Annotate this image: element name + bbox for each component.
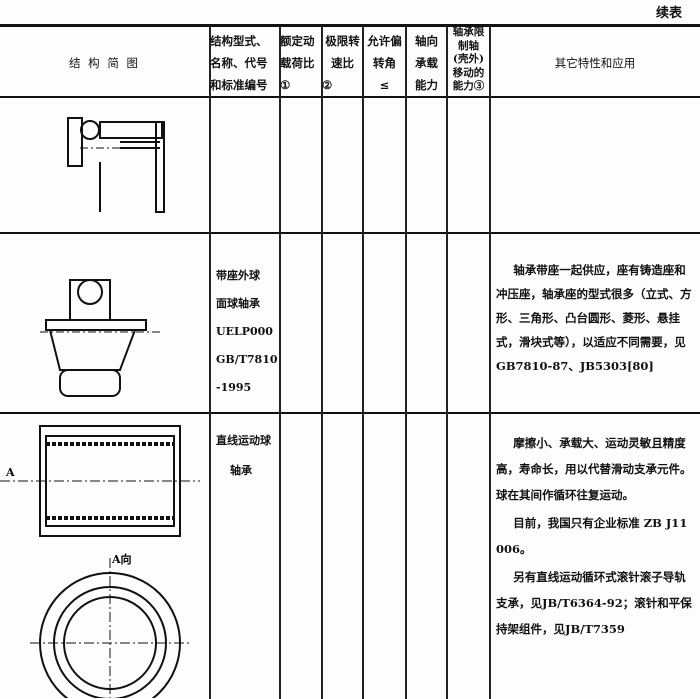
type-line: GB/T7810 [216,353,278,366]
header-line: 结构型式、 [210,34,268,48]
header-line: 制轴 [458,39,479,52]
header-line: 轴承限 [452,26,485,38]
column-divider [321,27,323,699]
continued-label: 续表 [655,6,682,21]
type-line: 面球轴承 [216,297,260,310]
header-line: 速比 [331,56,354,70]
header-line: ① [280,78,291,92]
header-line: 名称、代号 [210,56,268,70]
header-angle: 允许偏转角 ≤ [363,30,406,96]
column-divider [446,27,448,699]
header-divider [0,96,700,98]
bearing-diagram-2 [40,279,160,397]
row-divider [0,232,700,234]
row-divider [0,412,700,414]
type-line: 轴承 [230,464,252,477]
row3-type: 直线运动球轴承 [216,426,271,486]
bearing-diagram-1 [67,117,165,213]
column-divider [279,27,281,699]
type-line: -1995 [216,381,252,394]
column-divider [405,27,407,699]
header-line: 能力 [415,78,438,92]
header-load: 额定动载荷比 ① [280,30,322,96]
column-divider [489,27,491,699]
paragraph: 另有直线运动循环式滚针滚子导轨支承，见JB/T6364-92；滚针和平保持架组件… [496,570,692,636]
header-line: ② [322,78,333,92]
type-line: 带座外球 [216,269,260,282]
diagram-label-a-view: A向 [111,552,132,566]
bearing-diagram-3: A A向 [0,425,200,698]
header-axial: 轴向承载能力 [406,30,447,96]
header-diagram: 结 构 简 图 [69,56,140,70]
column-divider [209,27,211,699]
header-line: 承载 [415,56,438,70]
header-line: ≤ [379,78,390,92]
header-line: 转角 [373,56,396,70]
header-line: 能力③ [452,80,485,92]
header-line: 移动的 [452,66,485,79]
paragraph: 轴承带座一起供应，座有铸造座和冲压座，轴承座的型式很多（立式、方形、三角形、凸台… [496,263,692,373]
row3-other: 摩擦小、承载大、运动灵敏且精度高，寿命长，用以代替滑动支承元件。球在其间作循环往… [496,430,696,642]
header-line: 和标准编号 [210,78,268,92]
paragraph: 目前，我国只有企业标准 ZB J11 006。 [496,516,688,556]
table-top-border [0,24,700,27]
header-type: 结构型式、名称、代号和标准编号 [210,30,280,96]
header-limit: 轴承限制轴(壳外)移动的能力③ [447,26,490,94]
type-line: 直线运动球 [216,434,271,447]
header-line: 允许偏 [367,34,402,48]
header-speed: 极限转速比 ② [322,30,363,96]
header-line: 额定动 [280,34,315,48]
header-other: 其它特性和应用 [554,56,636,70]
column-divider [362,27,364,699]
type-line: UELP000 [216,325,273,338]
paragraph: 摩擦小、承载大、运动灵敏且精度高，寿命长，用以代替滑动支承元件。球在其间作循环往… [496,436,692,502]
header-line: (壳外) [453,53,484,65]
header-line: 轴向 [415,34,438,48]
diagram-label-a: A [5,466,15,479]
row2-other: 轴承带座一起供应，座有铸造座和冲压座，轴承座的型式很多（立式、方形、三角形、凸台… [496,258,696,378]
header-line: 载荷比 [280,56,315,70]
header-line: 极限转 [325,34,360,48]
